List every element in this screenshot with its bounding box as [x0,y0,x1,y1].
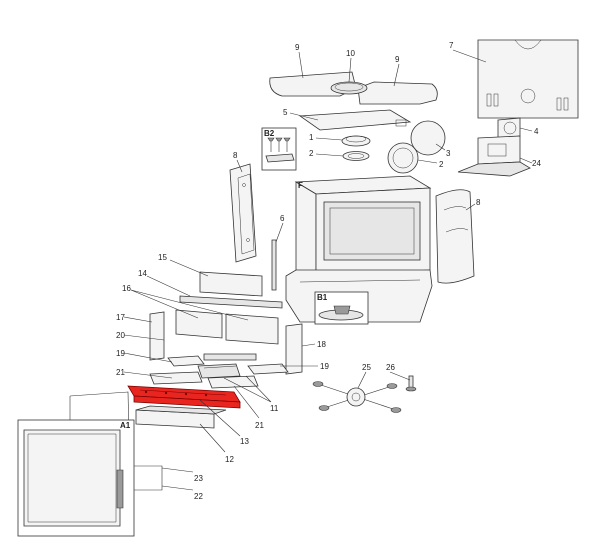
convection-hood[interactable] [457,135,531,177]
back-panel[interactable] [477,39,579,119]
callout-17: 17 [116,313,125,322]
callout-5: 5 [283,108,288,117]
callout-2-left: 2 [309,149,314,158]
callout-15: 15 [158,253,167,262]
callout-4: 4 [534,127,539,136]
air-bar[interactable] [179,295,283,309]
side-panel-left[interactable] [229,163,257,263]
callout-18: 18 [317,340,326,349]
side-brick-left[interactable] [149,311,165,361]
back-brick-right[interactable] [225,313,279,345]
outlet-spigot[interactable] [497,117,521,139]
top-cover-plate-right[interactable] [357,81,438,105]
callout-9-left: 9 [295,43,300,52]
flue-collar[interactable] [341,135,371,147]
leader-lines [123,49,533,491]
pedestal-base[interactable] [312,381,402,413]
ash-brick-right[interactable] [207,375,259,389]
brick-top[interactable] [199,271,263,297]
round-cover-plate[interactable] [410,120,446,156]
side-brick-right[interactable] [285,323,303,375]
grate-bar[interactable] [203,353,257,361]
callout-25: 25 [362,363,371,372]
callout-26: 26 [386,363,395,372]
grate[interactable] [197,363,241,379]
callout-21-left: 21 [116,368,125,377]
callout-13: 13 [240,437,249,446]
baffle-plate[interactable] [298,109,412,131]
callout-23: 23 [194,474,203,483]
ash-brick-left[interactable] [149,371,203,385]
callout-11: 11 [270,404,279,413]
control-rod[interactable] [271,239,277,291]
detail-b1-label: B1 [317,293,328,302]
top-ring-plate[interactable] [330,81,368,95]
callout-7: 7 [449,41,454,50]
callout-22: 22 [194,492,203,501]
callout-21-right: 21 [255,421,264,430]
flue-gasket[interactable] [342,151,370,161]
callout-24: 24 [532,159,541,168]
back-brick-left[interactable] [175,309,223,339]
callout-20: 20 [116,331,125,340]
callout-10: 10 [346,49,355,58]
detail-b2-label: B2 [264,129,275,138]
ash-tray[interactable] [135,405,227,429]
side-panel-right[interactable] [435,189,475,284]
detail-b1-box: B1 [314,291,369,325]
callout-16: 16 [122,284,131,293]
callout-8-right: 8 [476,198,481,207]
detail-a1-label: A1 [120,421,131,430]
leveling-foot[interactable] [405,375,417,392]
callout-9-right: 9 [395,55,400,64]
svg-text:F: F [298,181,303,190]
callout-1: 1 [309,133,314,142]
callout-6: 6 [280,214,285,223]
detail-b2-box: B2 [261,127,297,171]
base-brick-left[interactable] [167,355,205,367]
callout-3: 3 [446,149,451,158]
callout-numbers: 9 10 9 7 5 1 2 3 2 4 24 8 8 6 15 14 16 1… [116,41,541,501]
callout-19-right: 19 [320,362,329,371]
callout-14: 14 [138,269,147,278]
callout-19-left: 19 [116,349,125,358]
ash-pan-highlighted[interactable] [127,385,241,409]
stove-door[interactable] [23,429,124,527]
base-brick-right[interactable] [247,363,289,375]
round-gasket[interactable] [387,142,419,174]
callout-12: 12 [225,455,234,464]
callout-8-left: 8 [233,151,238,160]
callout-2-right: 2 [439,160,444,169]
